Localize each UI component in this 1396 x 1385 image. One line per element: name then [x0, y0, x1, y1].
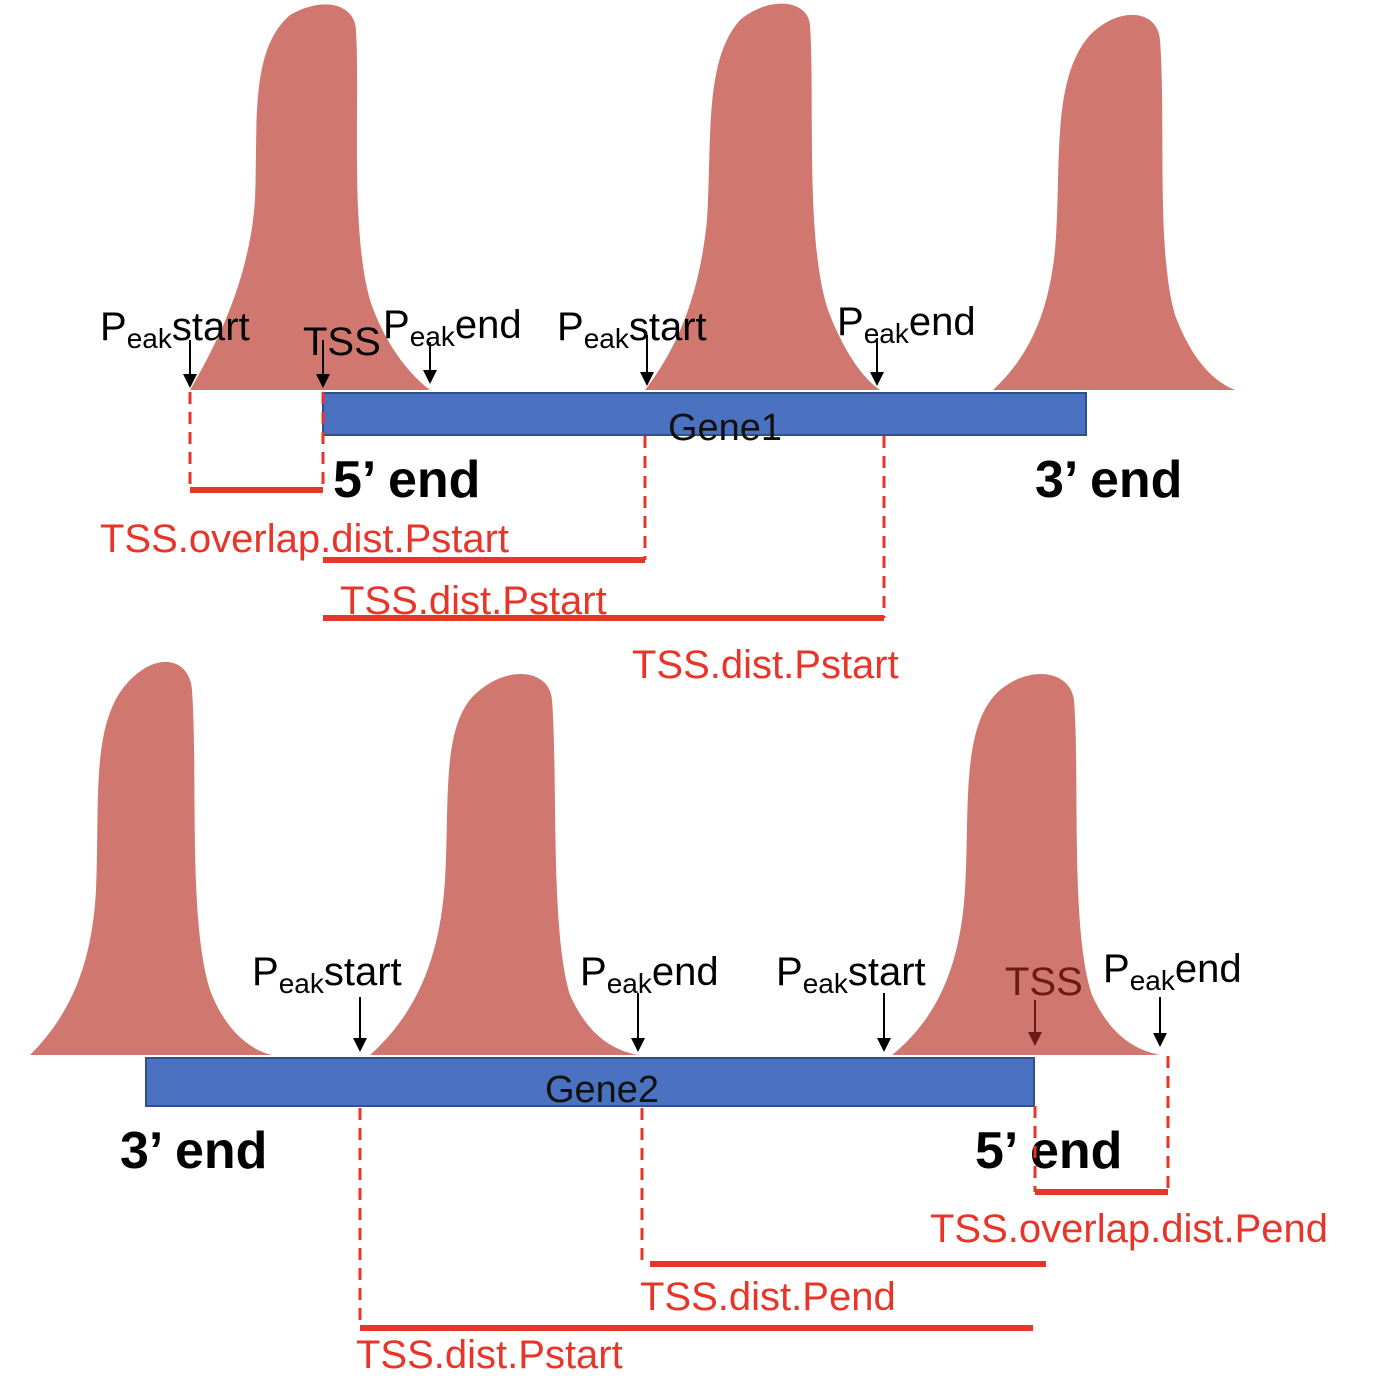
bottom-arrow-peakstart-1: [353, 997, 367, 1052]
peak-2: [645, 3, 880, 391]
gene2-bar: [145, 1057, 1035, 1107]
top-arrow-tss: [316, 340, 330, 388]
top-peakend-label-1: Peakend: [383, 303, 522, 352]
bottom-arrow-peakstart-2: [877, 993, 891, 1052]
gene1-three-prime: 3’ end: [1035, 451, 1182, 509]
peak-5: [370, 673, 638, 1055]
bottom-arrow-peakend-1: [631, 993, 645, 1052]
top-arrow-peakend-2: [870, 338, 884, 386]
top-arrow-peakend-1: [423, 342, 437, 384]
top-arrow-peakstart-1: [183, 340, 197, 388]
gene1-bar: [322, 392, 1087, 436]
gene2-five-prime: 5’ end: [975, 1122, 1122, 1180]
bottom-peakstart-label-2: Peakstart: [776, 950, 926, 999]
peak-1: [190, 4, 430, 391]
top-peakend-label-2: Peakend: [837, 300, 976, 349]
bottom-arrow-peakend-2: [1153, 997, 1167, 1047]
bottom-distance-label-overlap: TSS.overlap.dist.Pend: [930, 1207, 1328, 1251]
bottom-tss-label: TSS: [1005, 960, 1083, 1004]
top-distance-label-overlap: TSS.overlap.dist.Pstart: [100, 517, 509, 561]
bottom-peakend-label-2: Peakend: [1103, 947, 1242, 996]
bottom-panel: Gene2 Peakstart Peakend Peakstart TSS Pe…: [30, 661, 1328, 1377]
gene1-label: Gene1: [668, 407, 782, 449]
gene2-label: Gene2: [545, 1069, 659, 1111]
bottom-peakend-label-1: Peakend: [580, 950, 719, 999]
peak-6: [892, 673, 1160, 1055]
bottom-distance-label-pstart: TSS.dist.Pstart: [356, 1333, 623, 1377]
top-distance-label-pstart-2: TSS.dist.Pstart: [632, 643, 899, 687]
top-panel: Gene1 Peakstart TSS Peakend Peakstart Pe…: [100, 3, 1235, 687]
bottom-arrow-tss: [1028, 1000, 1042, 1046]
top-peakstart-label-2: Peakstart: [557, 305, 707, 354]
bottom-distance-label-pend: TSS.dist.Pend: [640, 1275, 896, 1319]
gene2-three-prime: 3’ end: [120, 1122, 267, 1180]
gene1-five-prime: 5’ end: [333, 451, 480, 509]
top-distance-label-pstart-1: TSS.dist.Pstart: [340, 579, 607, 623]
top-arrow-peakstart-2: [640, 335, 654, 386]
top-peakstart-label-1: Peakstart: [100, 305, 250, 354]
peak-4: [30, 661, 272, 1055]
bottom-peakstart-label-1: Peakstart: [252, 950, 402, 999]
peak-3: [993, 14, 1235, 391]
top-tss-label: TSS: [303, 320, 381, 364]
